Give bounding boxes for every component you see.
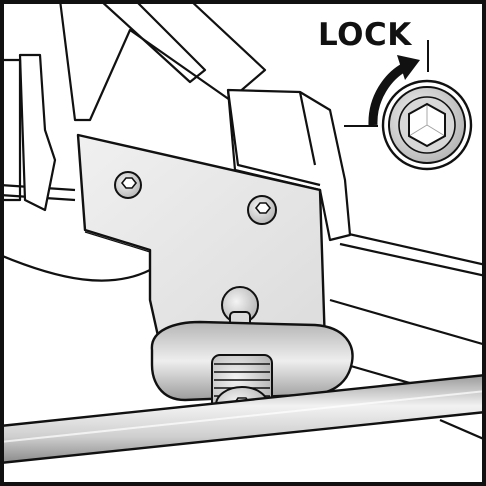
hex-socket-icon	[381, 79, 473, 171]
foreground-tube	[0, 373, 486, 465]
plate-screw-left	[114, 171, 142, 199]
curved-arrow-clockwise-icon	[368, 55, 420, 126]
upper-arm	[0, 0, 267, 212]
plate-screw-right	[247, 195, 277, 225]
reference-lines	[344, 40, 429, 127]
lock-label: LOCK	[318, 17, 412, 53]
